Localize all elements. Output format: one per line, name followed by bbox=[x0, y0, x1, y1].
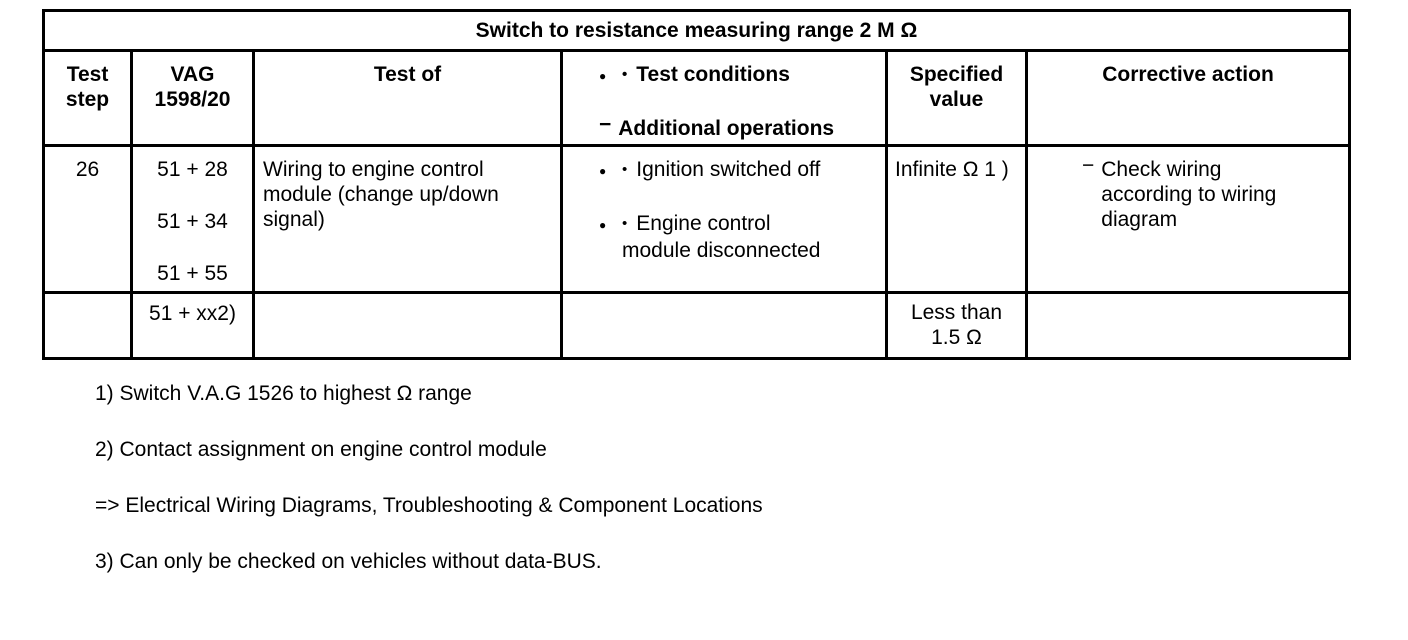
dash-icon: − bbox=[1082, 154, 1095, 177]
cell-test-step: 26 bbox=[45, 147, 133, 294]
condition-item: ● • Ignition switched off bbox=[599, 157, 885, 184]
vag-value: 51 + 34 bbox=[157, 210, 228, 233]
cell-test-of-2 bbox=[255, 294, 563, 357]
cell-corrective-action: − Check wiring according to wiring diagr… bbox=[1028, 147, 1348, 294]
vag-value: 51 + 28 bbox=[157, 158, 228, 181]
corrective-text: Check wiring according to wiring diagram bbox=[1101, 158, 1277, 231]
cell-specified-value: Infinite Ω 1 ) bbox=[888, 147, 1028, 294]
dot-icon: • bbox=[622, 215, 628, 232]
header-test-step: Test step bbox=[45, 52, 133, 147]
dot-icon: • bbox=[622, 66, 628, 83]
cell-specified-value-2: Less than 1.5 Ω bbox=[888, 294, 1028, 357]
dash-icon: − bbox=[599, 113, 612, 136]
header-corrective-action: Corrective action bbox=[1028, 52, 1348, 147]
cell-test-of: Wiring to engine control module (change … bbox=[255, 147, 563, 294]
cell-corrective-action-2 bbox=[1028, 294, 1348, 357]
table-title: Switch to resistance measuring range 2 M… bbox=[45, 12, 1348, 52]
footnote-1: 1) Switch V.A.G 1526 to highest Ω range bbox=[95, 382, 472, 405]
header-test-of: Test of bbox=[255, 52, 563, 147]
specified-value-line: Less than bbox=[910, 301, 1003, 324]
corrective-item: − Check wiring according to wiring diagr… bbox=[1082, 154, 1348, 232]
vag-value: 51 + 55 bbox=[157, 262, 228, 285]
test-table: Switch to resistance measuring range 2 M… bbox=[42, 9, 1351, 360]
header-operations-label: Additional operations bbox=[618, 117, 835, 140]
dot-icon: • bbox=[622, 161, 628, 178]
condition-item: ● •Engine control module disconnected bbox=[599, 211, 885, 263]
header-vag: VAG 1598/20 bbox=[133, 52, 255, 147]
footnote-3: 3) Can only be checked on vehicles witho… bbox=[95, 550, 602, 573]
header-operations-item: − Additional operations bbox=[599, 113, 885, 141]
footnote-2: 2) Contact assignment on engine control … bbox=[95, 438, 547, 461]
cell-conditions-2 bbox=[563, 294, 888, 357]
cell-test-step-2 bbox=[45, 294, 133, 357]
bullet-icon: ● bbox=[599, 218, 607, 232]
condition-text: Engine control module disconnected bbox=[622, 212, 821, 262]
footnotes: 1) Switch V.A.G 1526 to highest Ω range … bbox=[95, 383, 763, 607]
header-conditions-label: Test conditions bbox=[636, 63, 790, 86]
bullet-icon: ● bbox=[599, 69, 607, 83]
header-conditions: ● • Test conditions − Additional operatio… bbox=[563, 52, 888, 147]
specified-value-line: 1.5 Ω bbox=[931, 326, 982, 349]
cell-vag-2: 51 + xx2) bbox=[133, 294, 255, 357]
cell-conditions: ● •Ignition switched off ● •Engine contr… bbox=[563, 147, 888, 294]
test-of-text: Wiring to engine control module (change … bbox=[263, 158, 499, 231]
header-conditions-item: ● • Test conditions bbox=[599, 62, 885, 89]
bullet-icon: ● bbox=[599, 164, 607, 178]
footnote-reference: => Electrical Wiring Diagrams, Troublesh… bbox=[95, 494, 763, 517]
header-specified-value: Specified value bbox=[888, 52, 1028, 147]
condition-text: Ignition switched off bbox=[636, 158, 821, 181]
cell-vag-values: 51 + 28 51 + 34 51 + 55 bbox=[133, 147, 255, 294]
